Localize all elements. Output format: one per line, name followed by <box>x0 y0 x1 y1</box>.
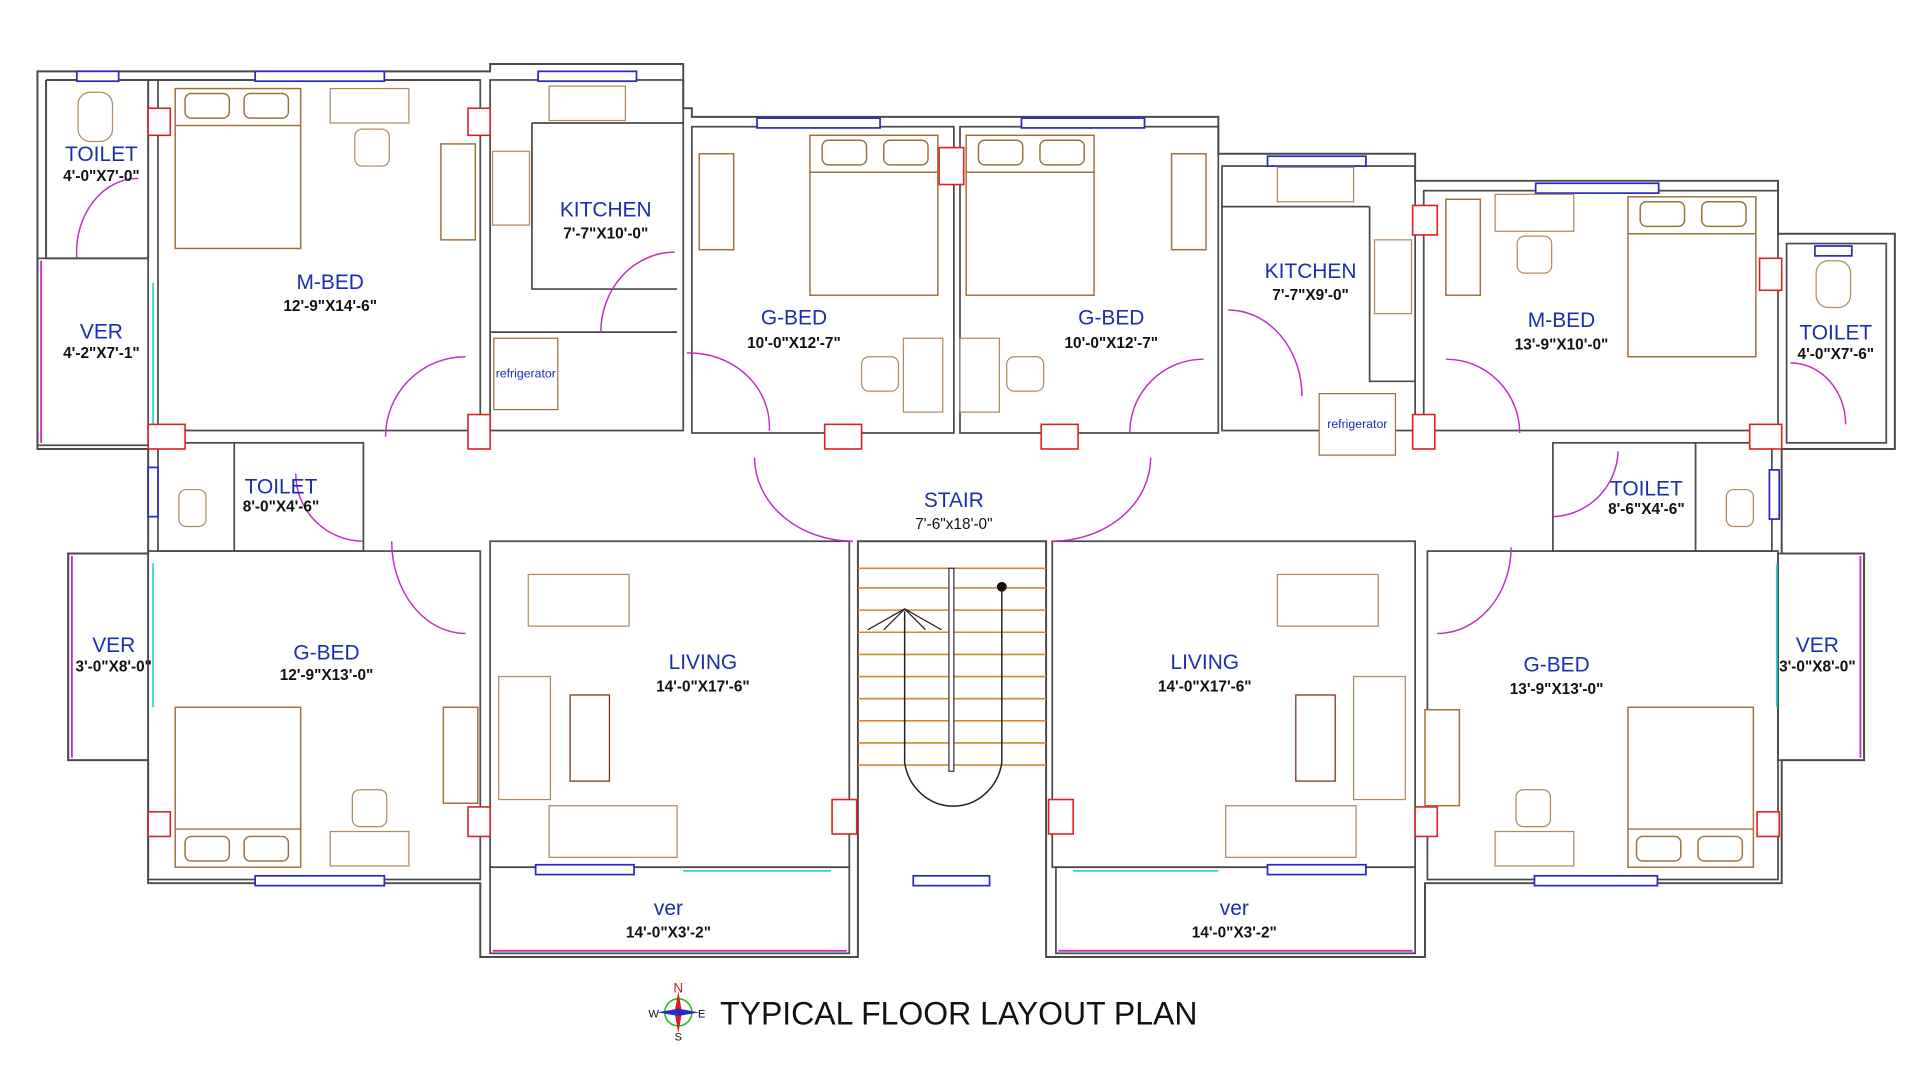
room-dims: 10'-0"X12'-7" <box>1064 335 1158 352</box>
refrigerator-label: refrigerator <box>1327 417 1387 431</box>
bed-gbed-ll <box>174 706 302 868</box>
staircase <box>857 567 1047 807</box>
room-dims: 4'-0"X7'-6" <box>1798 346 1875 363</box>
room-name: TOILET <box>1610 478 1683 501</box>
compass-s: S <box>675 1032 682 1044</box>
plan-title: TYPICAL FLOOR LAYOUT PLAN <box>720 996 1197 1032</box>
furniture <box>77 85 1852 868</box>
room-dims: 14'-0"X3'-2" <box>626 924 711 941</box>
refrigerator-right: refrigerator <box>1318 393 1397 456</box>
room-dims: 7'-7"X10'-0" <box>563 226 648 243</box>
compass-e: E <box>698 1008 705 1020</box>
room-dims: 14'-0"X3'-2" <box>1192 924 1277 941</box>
room-name: KITCHEN <box>560 198 652 221</box>
room-name: M-BED <box>1528 309 1595 332</box>
stair-arrow-icon <box>867 608 942 631</box>
refrigerator-left: refrigerator <box>493 337 559 411</box>
bed-mbed-left <box>174 87 302 250</box>
refrigerator-label: refrigerator <box>496 367 556 381</box>
room-name: ver <box>654 897 683 920</box>
room-dims: 7'-7"X9'-0" <box>1272 287 1349 304</box>
room-name: LIVING <box>669 651 738 674</box>
room-name: G-BED <box>1523 654 1589 677</box>
bed-gbed-lr <box>1627 706 1755 868</box>
room-dims: 4'-2"X7'-1" <box>63 345 140 362</box>
doors <box>75 177 1847 635</box>
room-name: ver <box>1220 897 1249 920</box>
room-name: KITCHEN <box>1265 260 1357 283</box>
room-name: TOILET <box>1799 321 1872 344</box>
room-dims: 3'-0"X8'-0" <box>75 659 152 676</box>
room-name: VER <box>1796 634 1839 657</box>
room-dims: 8'-0"X4'-6" <box>243 499 320 516</box>
room-name: TOILET <box>65 143 138 166</box>
room-dims: 14'-0"X17'-6" <box>1158 678 1252 695</box>
room-dims: 13'-9"X10'-0" <box>1515 336 1609 353</box>
stair-start-dot <box>996 581 1007 592</box>
compass-w: W <box>648 1008 659 1020</box>
compass-icon: N S W E <box>648 981 705 1044</box>
room-name: VER <box>92 634 135 657</box>
windows <box>75 70 1853 887</box>
room-name: VER <box>80 320 123 343</box>
room-name: TOILET <box>245 475 318 498</box>
room-dims: 10'-0"X12'-7" <box>747 335 841 352</box>
room-name: M-BED <box>297 271 364 294</box>
room-labels: TOILET 4'-0"X7'-0" VER 4'-2"X7'-1" M-BED… <box>63 143 1874 941</box>
room-dims: 14'-0"X17'-6" <box>656 678 750 695</box>
bed-gbed-ur <box>965 134 1095 296</box>
room-dims: 4'-0"X7'-0" <box>63 168 140 185</box>
room-dims: 13'-9"X13'-0" <box>1510 681 1604 698</box>
room-name: G-BED <box>761 307 827 330</box>
bed-gbed-ul <box>809 134 939 296</box>
room-dims: 12'-9"X13'-0" <box>280 667 374 684</box>
room-dims: 7'-6"x18'-0" <box>915 516 992 533</box>
room-dims: 8'-6"X4'-6" <box>1608 501 1685 518</box>
room-dims: 12'-9"X14'-6" <box>283 298 377 315</box>
room-name: LIVING <box>1171 651 1240 674</box>
compass-n: N <box>673 981 683 996</box>
room-name: STAIR <box>924 489 984 512</box>
columns <box>147 107 1783 838</box>
room-name: G-BED <box>1078 307 1144 330</box>
room-name: G-BED <box>293 641 359 664</box>
room-dims: 3'-0"X8'-0" <box>1779 659 1856 676</box>
bed-mbed-right <box>1627 196 1757 358</box>
